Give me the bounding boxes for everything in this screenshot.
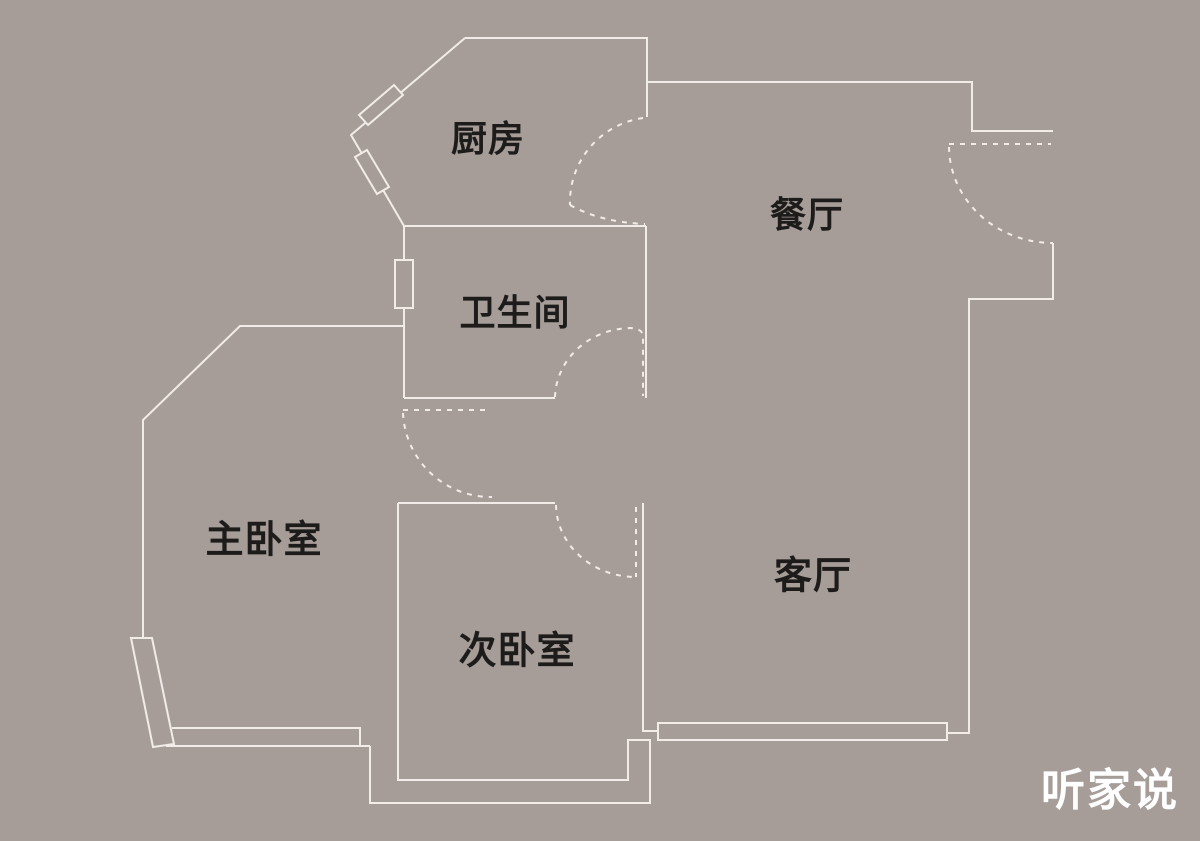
living-room-walls bbox=[642, 503, 658, 732]
bathroom-door-arc bbox=[554, 326, 644, 398]
entry-door-arc bbox=[948, 143, 1054, 244]
kitchen-walls bbox=[349, 37, 648, 227]
room-label-kitchen: 厨房 bbox=[450, 118, 526, 159]
window-kitchen-upper bbox=[357, 83, 405, 127]
room-label-bathroom: 卫生间 bbox=[459, 292, 571, 333]
watermark-text: 听家说 bbox=[1041, 766, 1179, 815]
window-master-bedroom-corner bbox=[129, 637, 176, 749]
window-living-room bbox=[657, 722, 948, 741]
second-bedroom-walls bbox=[369, 502, 651, 804]
room-label-living: 客厅 bbox=[773, 555, 853, 598]
bathroom-walls bbox=[403, 226, 647, 399]
room-label-master-bedroom: 主卧室 bbox=[205, 519, 323, 562]
window-master-bedroom-bottom bbox=[166, 727, 370, 747]
master-bedroom-door-arc bbox=[402, 409, 493, 499]
room-label-second-bedroom: 次卧室 bbox=[458, 630, 576, 673]
room-label-dining: 餐厅 bbox=[769, 194, 845, 235]
second-bedroom-door-arc bbox=[555, 504, 637, 578]
dining-entry-walls bbox=[647, 81, 1054, 734]
window-kitchen-lower bbox=[353, 148, 391, 196]
kitchen-door-arc bbox=[568, 117, 646, 225]
master-bedroom-walls bbox=[142, 325, 404, 637]
window-bathroom bbox=[394, 259, 414, 309]
